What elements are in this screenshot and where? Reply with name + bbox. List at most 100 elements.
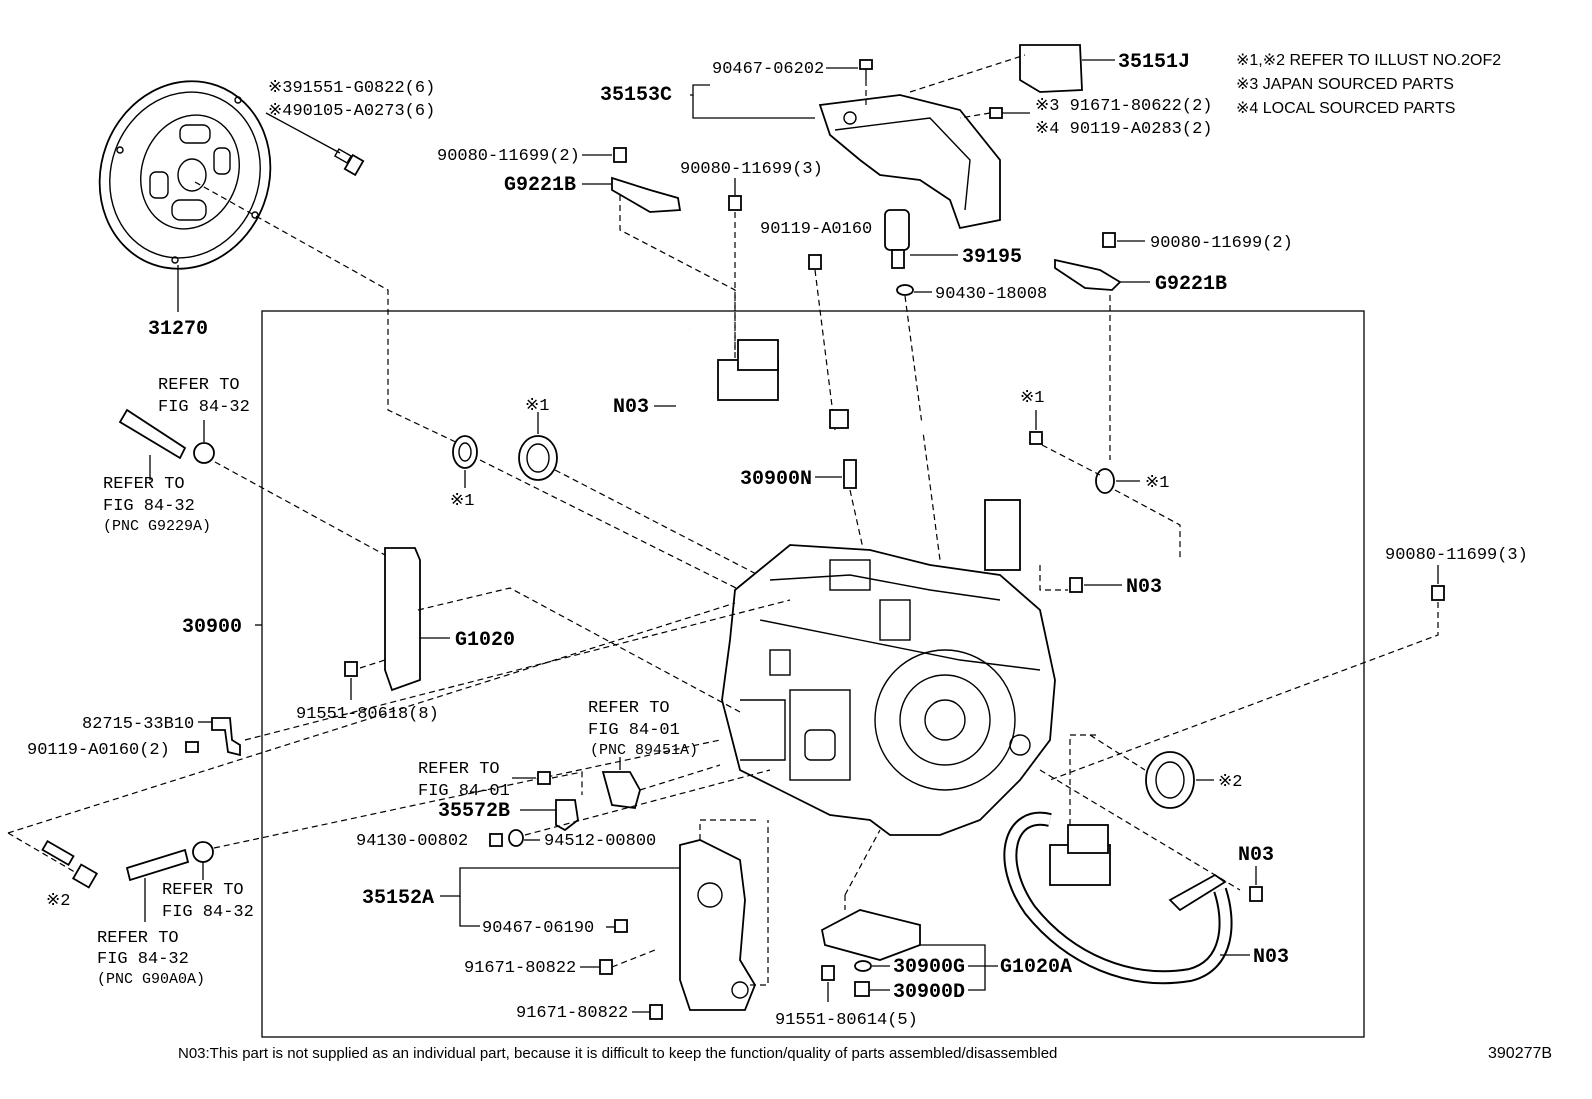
bolt-90080-a <box>613 147 627 163</box>
gasket-30900G <box>854 960 872 972</box>
bolt-N03-b <box>1069 577 1083 593</box>
refer-3a: REFER TO <box>588 699 670 718</box>
illustration-id: 390277B <box>1488 1045 1552 1062</box>
note-1: ※1,※2 REFER TO ILLUST NO.2OF2 <box>1236 52 1501 69</box>
label-30900: 30900 <box>182 616 242 639</box>
seal-left-large <box>518 435 558 481</box>
label-91551-80618: 91551-80618(8) <box>296 705 439 724</box>
label-94130: 94130-00802 <box>356 832 468 851</box>
plug-30900D <box>854 981 870 997</box>
bolt-90080-b <box>1102 232 1116 248</box>
label-90119-A0283: ※4 90119-A0283(2) <box>1035 120 1212 139</box>
label-N03-c: N03 <box>1238 844 1274 867</box>
bolt-91551-80614 <box>821 965 835 981</box>
label-30900N: 30900N <box>740 468 812 491</box>
label-30900G: 30900G <box>893 956 965 979</box>
bolt-mark2 <box>41 839 75 867</box>
refer-1a: REFER TO <box>158 376 240 395</box>
plug-30900N <box>843 459 857 489</box>
refer-6a: REFER TO <box>97 929 179 948</box>
label-90119-A0160-2: 90119-A0160(2) <box>27 741 170 760</box>
bolt-refer4 <box>537 771 551 785</box>
label-91671-80622: ※3 91671-80622(2) <box>1035 97 1212 116</box>
label-G1020A: G1020A <box>1000 956 1072 979</box>
label-G1020: G1020 <box>455 629 515 652</box>
mark1-a: ※1 <box>450 492 474 511</box>
refer-1b: FIG 84-32 <box>158 398 250 417</box>
label-90430-18008: 90430-18008 <box>935 285 1047 304</box>
bolt-91671 <box>989 107 1003 119</box>
seal-left-small <box>452 435 478 469</box>
clutch-disc <box>98 80 272 270</box>
seal-right-small <box>1095 468 1115 494</box>
hose-lower <box>125 848 190 882</box>
bolt-90119-A0160 <box>808 254 822 270</box>
label-91551-80614: 91551-80614(5) <box>775 1011 918 1030</box>
label-94512: 94512-00800 <box>544 832 656 851</box>
refer-2b: FIG 84-32 <box>103 497 195 516</box>
footer-note: N03:This part is not supplied as an indi… <box>178 1045 1057 1062</box>
sensor-39195 <box>884 209 910 269</box>
bolt-391551 <box>265 112 365 177</box>
label-90080-11699-2b: 90080-11699(2) <box>1150 234 1293 253</box>
bracket-82715 <box>211 717 241 757</box>
label-N03-a: N03 <box>613 396 649 419</box>
mark1-c: ※1 <box>1020 389 1044 408</box>
refer-5a: REFER TO <box>162 881 244 900</box>
bolt-91671-a <box>599 959 613 975</box>
bolt-90467-06202 <box>859 59 873 70</box>
refer-4b: FIG 84-01 <box>418 782 510 801</box>
bolt-90080-3a <box>728 195 742 211</box>
refer-6b: FIG 84-32 <box>97 950 189 969</box>
lower-cover-35152A <box>679 839 757 1011</box>
label-82715: 82715-33B10 <box>82 715 194 734</box>
wire-harness-top <box>664 325 1046 571</box>
refer-2c: (PNC G9229A) <box>103 518 211 535</box>
label-35572B: 35572B <box>438 800 510 823</box>
hose-upper <box>118 408 187 460</box>
label-90467-06190: 90467-06190 <box>482 919 594 938</box>
refer-4a: REFER TO <box>418 760 500 779</box>
label-90080-11699-3a: 90080-11699(3) <box>680 160 823 179</box>
bolt-N03-c <box>1249 886 1263 902</box>
note-2: ※3 JAPAN SOURCED PARTS <box>1236 76 1454 93</box>
bolt-91551-80618 <box>344 661 358 677</box>
label-90080-11699-3b: 90080-11699(3) <box>1385 546 1528 565</box>
mark2-b: ※2 <box>1218 773 1242 792</box>
clamp-lower <box>192 841 214 863</box>
pan-G1020A <box>820 909 921 961</box>
label-30900D: 30900D <box>893 981 965 1004</box>
label-90467-06202: 90467-06202 <box>712 60 824 79</box>
side-cover-G1020 <box>384 547 421 692</box>
label-39195: 39195 <box>962 246 1022 269</box>
label-90080-11699-2a: 90080-11699(2) <box>437 147 580 166</box>
refer-3b: FIG 84-01 <box>588 721 680 740</box>
bracket-G9221B-b <box>1054 258 1122 291</box>
wire-harness-bottom <box>1003 811 1233 985</box>
bolt-91671-b <box>649 1004 663 1020</box>
label-35151J: 35151J <box>1118 51 1190 74</box>
refer-2a: REFER TO <box>103 475 185 494</box>
mark2-a: ※2 <box>46 892 70 911</box>
bolt-mark1-right <box>1029 431 1043 445</box>
label-391551: ※391551-G0822(6) <box>268 79 435 98</box>
label-31270: 31270 <box>148 318 208 341</box>
mark1-d: ※1 <box>1145 474 1169 493</box>
transaxle-body <box>721 544 1056 836</box>
bolt-90119-2 <box>185 741 199 753</box>
label-490105: ※490105-A0273(6) <box>268 102 435 121</box>
label-G9221B-a: G9221B <box>504 174 576 197</box>
seal-mark2 <box>1145 751 1195 809</box>
washer-90430 <box>896 284 914 296</box>
refer-5b: FIG 84-32 <box>162 903 254 922</box>
washer-94512 <box>508 829 524 847</box>
bolt-90080-3b <box>1431 585 1445 601</box>
assembly-frame <box>261 310 1365 1038</box>
refer-6c: (PNC G90A0A) <box>97 971 205 988</box>
label-35153C: 35153C <box>600 84 672 107</box>
mark1-b: ※1 <box>525 397 549 416</box>
top-cover <box>818 44 1083 230</box>
label-90119-A0160: 90119-A0160 <box>760 220 872 239</box>
label-N03-d: N03 <box>1253 946 1289 969</box>
